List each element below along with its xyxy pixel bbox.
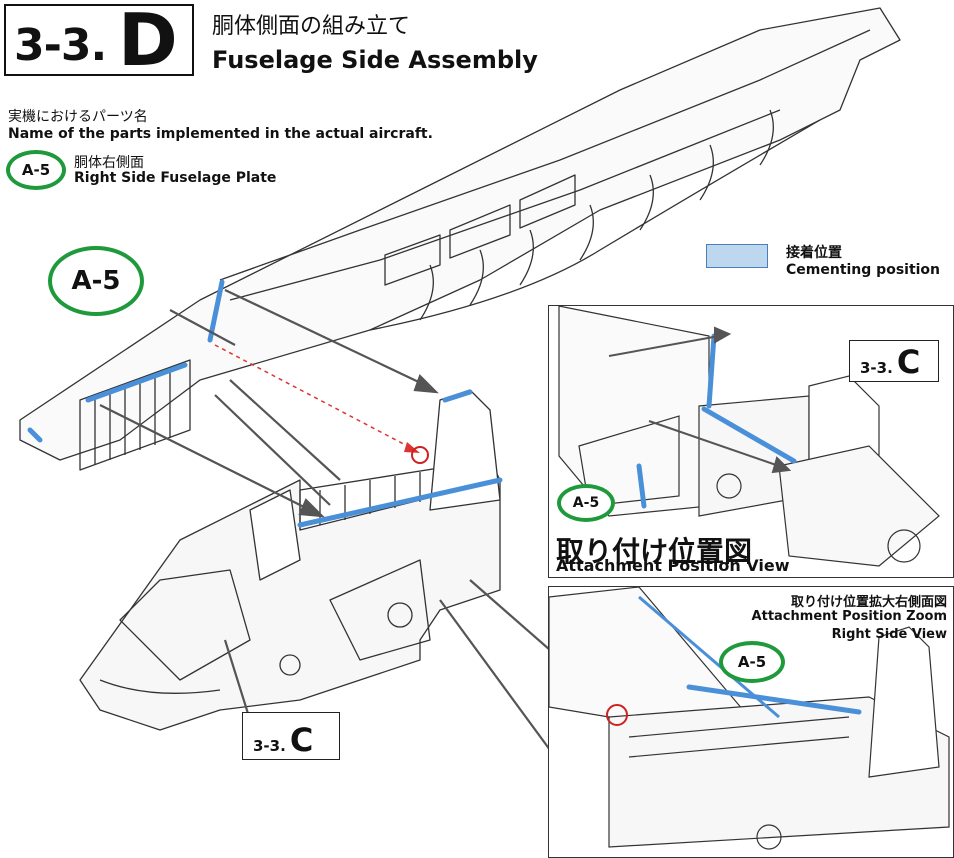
zoom-title-jp: 取り付け位置拡大右側面図 xyxy=(790,595,947,610)
part-callout-main: A-5 xyxy=(48,246,144,316)
part-name-en: Right Side Fuselage Plate xyxy=(74,170,277,186)
cementing-label-en: Cementing position xyxy=(786,262,941,278)
attachment-view-panel: 3-3. C A-5 xyxy=(548,305,954,578)
part-name-jp: 胴体右側面 xyxy=(74,155,144,171)
zoom-view-illustration xyxy=(549,587,950,850)
ref-attach-number: 3-3. xyxy=(860,359,893,377)
title-jp: 胴体側面の組み立て xyxy=(212,14,411,39)
ref-attach-letter: C xyxy=(896,343,921,381)
ref-main-number: 3-3. xyxy=(253,737,286,755)
step-number: 3-3. xyxy=(14,20,107,71)
zoom-title-en-2: Right Side View xyxy=(831,627,947,642)
zoom-view-panel: A-5 取り付け位置拡大右側面図 Attachment Position Zoo… xyxy=(548,586,954,858)
title-en: Fuselage Side Assembly xyxy=(212,46,538,74)
ref-main-letter: C xyxy=(289,721,314,759)
attachment-title-jp: 取り付け位置図 xyxy=(556,535,753,568)
ref-box-attach: 3-3. C xyxy=(849,340,939,382)
ref-box-main: 3-3. C xyxy=(242,712,340,760)
part-badge-small: A-5 xyxy=(6,150,66,190)
parts-heading-en: Name of the parts implemented in the act… xyxy=(8,126,433,142)
cementing-label-jp: 接着位置 xyxy=(786,245,842,261)
parts-heading-jp: 実機におけるパーツ名 xyxy=(8,109,148,125)
attachment-title-en: Attachment Position View xyxy=(556,556,790,575)
zoom-title-en-1: Attachment Position Zoom xyxy=(751,609,947,624)
part-callout-attach: A-5 xyxy=(557,484,615,522)
step-letter: D xyxy=(118,0,178,82)
step-box xyxy=(4,4,194,76)
attachment-view-illustration xyxy=(558,306,940,567)
part-callout-zoom: A-5 xyxy=(719,641,785,683)
cementing-swatch xyxy=(706,244,768,268)
